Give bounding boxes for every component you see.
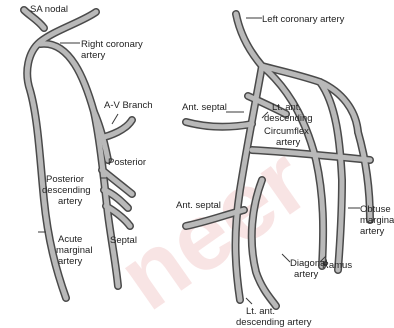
label-posterior: Posterior	[108, 157, 146, 168]
label-obtuse-marginal-line1: Obtuse	[360, 204, 391, 215]
label-right-coronary-artery-line1: Right coronary	[81, 39, 143, 50]
label-lt-ant-descending-line2: descending	[264, 113, 313, 124]
label-sa-nodal: SA nodal	[30, 4, 68, 15]
label-left-coronary-artery: Left coronary artery	[262, 14, 345, 25]
label-ant-septal-lower: Ant. septal	[176, 200, 221, 211]
label-diagonal-line2: artery	[294, 269, 319, 280]
label-circumflex-line2: artery	[276, 137, 301, 148]
label-septal: Septal	[110, 235, 137, 246]
label-lt-ant-descending-line1: Lt. ant.	[272, 102, 301, 113]
label-lt-ant-descending-bottom-line2: descending artery	[236, 317, 312, 328]
label-right-coronary-artery-line2: artery	[81, 50, 106, 61]
label-acute-marginal-line3: artery	[58, 256, 83, 267]
label-posterior-descending-line1: Posterior	[46, 174, 84, 185]
label-lt-ant-descending-bottom-line1: Lt. ant.	[246, 306, 275, 317]
label-obtuse-marginal-line3: artery	[360, 226, 385, 237]
label-circumflex-line1: Circumflex	[264, 126, 309, 137]
label-acute-marginal-line2: marginal	[56, 245, 92, 256]
label-obtuse-marginal-line2: marginal	[360, 215, 394, 226]
label-diagonal-line1: Diagonal	[290, 258, 328, 269]
label-ant-septal-upper: Ant. septal	[182, 102, 227, 113]
label-posterior-descending-line2: descending	[42, 185, 91, 196]
label-av-branch: A-V Branch	[104, 100, 153, 111]
label-posterior-descending-line3: artery	[58, 196, 83, 207]
label-acute-marginal-line1: Acute	[58, 234, 82, 245]
